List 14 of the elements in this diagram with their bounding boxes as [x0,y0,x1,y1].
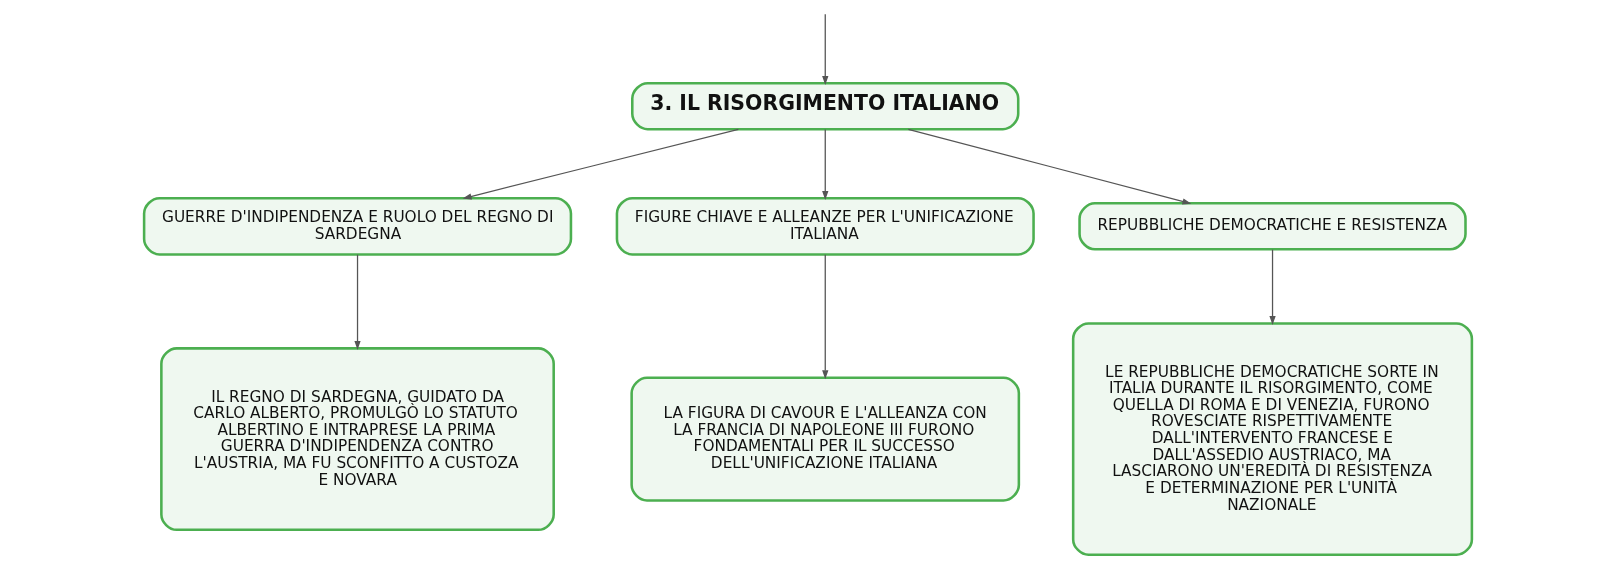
node-box: IL REGNO DI SARDEGNA, GUIDATO DA CARLO ALBERTO, PROMULGÒ LO STATUTO ALBERTINO E INTRAPRESE LA PRIMA GUERRA D'INDIPENDENZA CONTRO L'AUSTRIA, MA FU SCONFITTO A CUSTOZA E NOVARA [160,347,555,532]
node-box: 3. IL RISORGIMENTO ITALIANO [631,81,1020,131]
node-box: LE REPUBBLICHE DEMOCRATICHE SORTE IN ITALIA DURANTE IL RISORGIMENTO, COME QUELLA DI ROMA E DI VENEZIA, FURONO ROVESCIATE RISPETTIVAMENTE DALL'INTERVENTO FRANCESE E DALL'ASSEDIO AUSTRIACO, MA LASCIARONO UN'EREDITÀ DI RESISTENZA E DETERMINAZIONE PER L'UNITÀ NAZIONALE [1071,322,1474,556]
arrow [822,254,829,380]
arrow [462,128,739,200]
node-box: REPUBBLICHE DEMOCRATICHE E RESISTENZA [1078,202,1467,251]
arrow [1269,249,1276,326]
node-box: LA FIGURA DI CAVOUR E L'ALLEANZA CON LA FRANCIA DI NAPOLEONE III FURONO FONDAMENTALI PER IL SUCCESSO DELL'UNIFICAZIONE ITALIANA [630,376,1021,502]
arrow [822,13,829,85]
arrow [822,128,829,200]
node-box: GUERRE D'INDIPENDENZA E RUOLO DEL REGNO DI SARDEGNA [142,196,573,256]
arrow [907,128,1192,205]
node-box: FIGURE CHIAVE E ALLEANZE PER L'UNIFICAZIONE ITALIANA [615,196,1035,256]
arrow [354,254,361,350]
